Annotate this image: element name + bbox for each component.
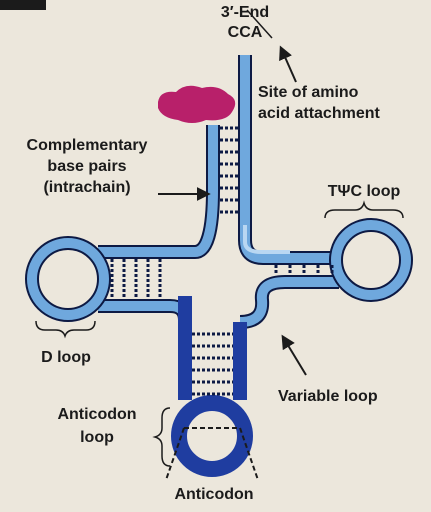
corner-tab [0, 0, 46, 10]
anticodon-loop-label-line1: Anticodon [57, 406, 136, 423]
arrow-variable [281, 334, 307, 376]
tpsic-loop-circle-fill [331, 220, 411, 300]
brace-d-loop [35, 320, 96, 339]
brace-tpsic [324, 200, 404, 219]
base-pairs-anticodon-arm [192, 332, 233, 396]
arrow-amino [279, 45, 297, 83]
complementary-label-line1: Complementary [27, 137, 148, 154]
arrow-end [246, 9, 273, 39]
anticodon-arm [178, 296, 247, 400]
brace-anticodon-loop [152, 407, 171, 467]
strand-highlight [243, 225, 290, 254]
amino-label-line2: acid attachment [258, 105, 380, 122]
end-label-line1: 3′-End [221, 4, 269, 21]
anticodon-loop-label-line2: loop [80, 429, 114, 446]
anticodon-loop-circle [171, 395, 253, 477]
d-loop-circle-fill [27, 238, 109, 320]
base-pairs-tpsic-arm [274, 265, 334, 275]
anticodon-bracket [165, 427, 259, 481]
variable-loop-label: Variable loop [278, 388, 378, 405]
amino-label-line1: Site of amino [258, 84, 359, 101]
complementary-label-line2: base pairs [47, 158, 126, 175]
d-loop-label: D loop [41, 349, 91, 366]
complementary-label-line3: (intrachain) [43, 179, 130, 196]
end-label-line2: CCA [228, 24, 263, 41]
anticodon-label: Anticodon [174, 486, 253, 503]
amino-acid-blob [158, 85, 236, 123]
tpsic-loop-label: TΨC loop [328, 183, 401, 200]
base-pairs-acceptor [220, 126, 238, 214]
base-pairs-d-arm [110, 259, 162, 299]
